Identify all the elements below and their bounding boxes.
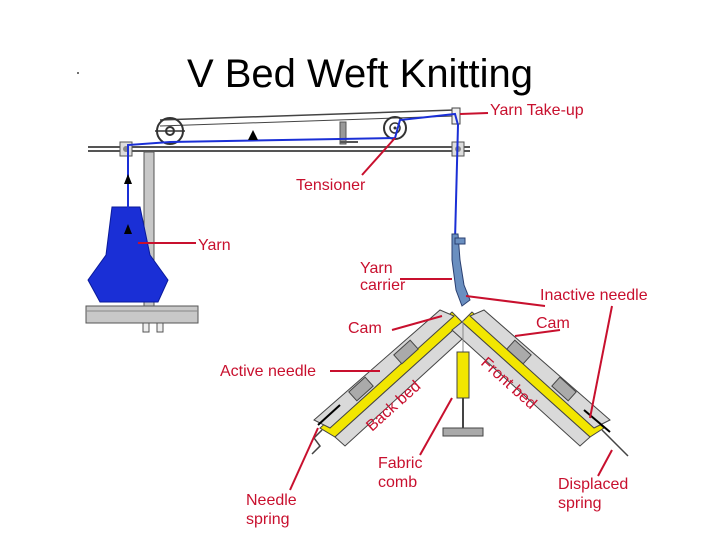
label-yarn-takeup: Yarn Take-up [490,102,584,119]
fabric-comb [442,320,484,437]
label-cam-right: Cam [536,315,570,332]
leader-lines [138,112,613,491]
speck [77,72,79,74]
label-displaced-spring-line1: Displaced [558,476,628,493]
label-active-needle: Active needle [220,363,316,380]
label-displaced-spring-line2: spring [558,495,602,512]
label-needle-spring-line2: spring [246,511,290,528]
page-title: V Bed Weft Knitting [186,52,534,96]
yarn-arrow [124,174,132,184]
yarn-arrow [124,224,132,234]
stand [85,151,199,333]
back-bed [311,309,473,455]
label-yarn-carrier-line2: carrier [360,277,406,294]
label-inactive-needle: Inactive needle [540,287,648,304]
label-yarn: Yarn [198,237,231,254]
label-needle-spring-line1: Needle [246,492,297,509]
front-bed [451,309,629,457]
yarn-carrier [451,233,471,307]
label-cam-left: Cam [348,320,382,337]
yarn-arrow [248,130,258,140]
label-fabric-comb-line1: Fabric [378,455,422,472]
takeup-wires [159,107,461,127]
yarn-path [127,112,463,301]
label-yarn-carrier-line1: Yarn [360,260,393,277]
label-tensioner: Tensioner [296,177,366,194]
label-fabric-comb-line2: comb [378,474,417,491]
pulley-wheel [155,117,185,145]
